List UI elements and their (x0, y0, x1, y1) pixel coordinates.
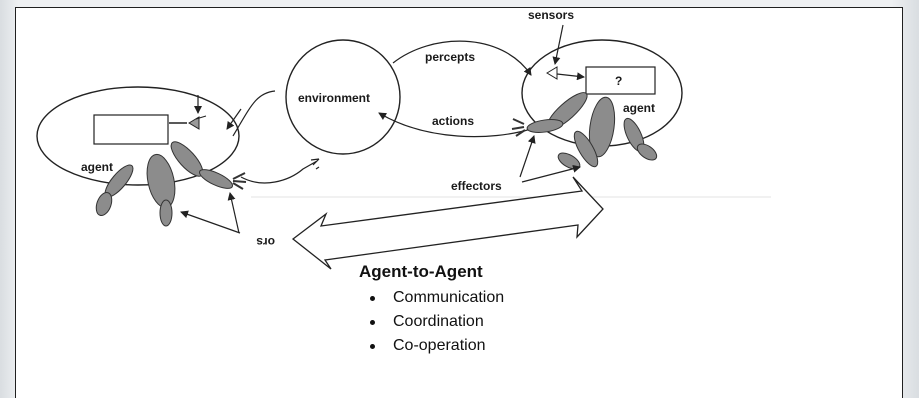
bullet-icon (370, 296, 375, 301)
right-sensor-icon (546, 66, 558, 80)
left-agent-box (93, 114, 169, 145)
agent-to-agent-double-arrow (291, 176, 604, 270)
left-agent-label: agent (81, 160, 113, 174)
diagram-card: agent ors environment percepts actions ? (15, 7, 903, 398)
agent-to-agent-list: Communication Coordination Co-operation (359, 286, 504, 358)
left-sensor-icon (188, 115, 207, 130)
agent-to-agent-title: Agent-to-Agent (359, 262, 483, 281)
mirrored-effectors-label: ors (256, 235, 275, 249)
left-to-env-curve-arrowtip (310, 158, 320, 166)
effectors-arrow-1 (521, 164, 581, 183)
effectors-arrow-2 (519, 135, 536, 178)
environment-circle (285, 39, 401, 155)
list-item: Co-operation (359, 334, 504, 358)
sensors-pointer (552, 24, 564, 65)
percepts-label: percepts (425, 50, 475, 64)
right-agent-label: agent (623, 101, 655, 115)
right-agent-box (585, 66, 656, 95)
left-to-env-curve-top (232, 90, 276, 137)
list-item-label: Coordination (393, 313, 484, 330)
actions-label: actions (432, 114, 474, 128)
sensors-label: sensors (528, 8, 574, 22)
bullet-icon (370, 344, 375, 349)
percepts-curve (392, 40, 532, 76)
left-curve-tick (315, 166, 320, 170)
bullet-icon (370, 320, 375, 325)
left-agent-figure (95, 141, 247, 227)
left-agent-ellipse (36, 86, 240, 186)
environment-label: environment (298, 91, 370, 105)
actions-curve (378, 112, 532, 138)
list-item: Coordination (359, 310, 504, 334)
agent-to-agent-section: Agent-to-Agent Communication Coordinatio… (359, 262, 504, 358)
list-item: Communication (359, 286, 504, 310)
effectors-label: effectors (451, 179, 502, 193)
left-effector-arrow-1 (180, 210, 241, 234)
agent-diagram: agent ors environment percepts actions ? (36, 8, 771, 270)
left-to-env-curve-bottom (240, 160, 318, 184)
list-item-label: Communication (393, 289, 505, 306)
left-pointer-2 (226, 108, 242, 130)
left-effector-arrow-2 (227, 192, 240, 234)
right-agent-box-text: ? (615, 74, 622, 88)
list-item-label: Co-operation (393, 337, 486, 354)
right-sensor-to-box (556, 72, 585, 81)
right-agent-figure (511, 92, 658, 170)
